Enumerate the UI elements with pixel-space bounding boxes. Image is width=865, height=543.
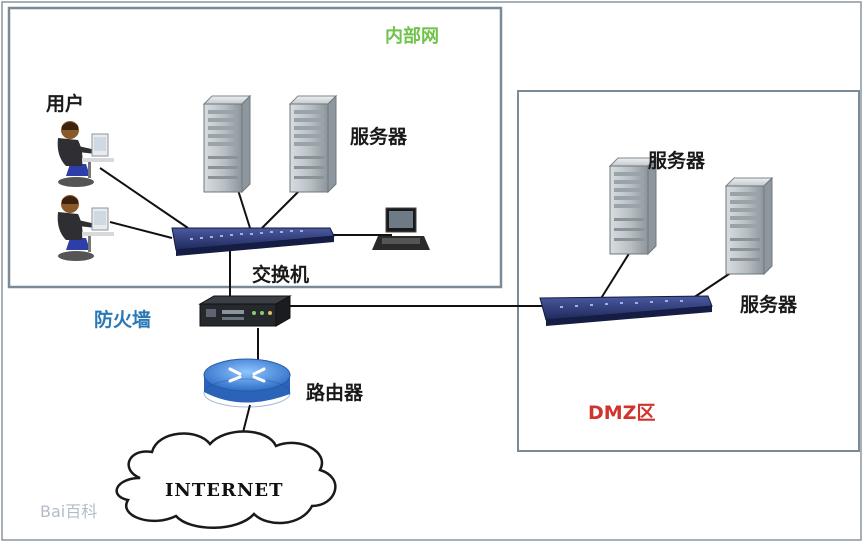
- link-server2-switch: [261, 189, 301, 229]
- server-icon: [289, 95, 337, 193]
- firewall-icon: [198, 295, 292, 327]
- dmz-zone-box: [517, 90, 860, 452]
- link-user2-switch: [109, 221, 173, 239]
- watermark: Bai百科: [40, 502, 98, 521]
- internal-zone-box: [7, 6, 503, 289]
- laptop-icon: [372, 207, 430, 250]
- dmz-server-top-label: 服务器: [648, 150, 706, 172]
- router-label: 路由器: [306, 382, 364, 404]
- dmz-server-right-label: 服务器: [740, 294, 798, 316]
- internet-label: INTERNET: [165, 480, 284, 501]
- switch-label: 交换机: [252, 264, 310, 286]
- user-icon: [57, 120, 115, 188]
- switch-icon: [171, 227, 335, 256]
- link-server1-switch: [237, 189, 251, 229]
- users-label: 用户: [46, 93, 85, 115]
- internal-zone-label: 内部网: [385, 26, 439, 47]
- link-user1-switch: [99, 167, 189, 229]
- cloud-icon: [115, 430, 337, 529]
- server-icon: [725, 177, 773, 275]
- server-icon: [203, 95, 251, 193]
- switch-icon: [539, 295, 713, 326]
- internal-servers-label: 服务器: [350, 126, 408, 148]
- user-icon: [57, 194, 115, 262]
- router-icon: [203, 358, 291, 408]
- firewall-label: 防火墙: [94, 309, 152, 331]
- link-dmzserver2-dmzswitch: [689, 269, 736, 301]
- link-dmzserver1-dmzswitch: [599, 251, 631, 301]
- dmz-zone-label: DMZ区: [588, 402, 656, 424]
